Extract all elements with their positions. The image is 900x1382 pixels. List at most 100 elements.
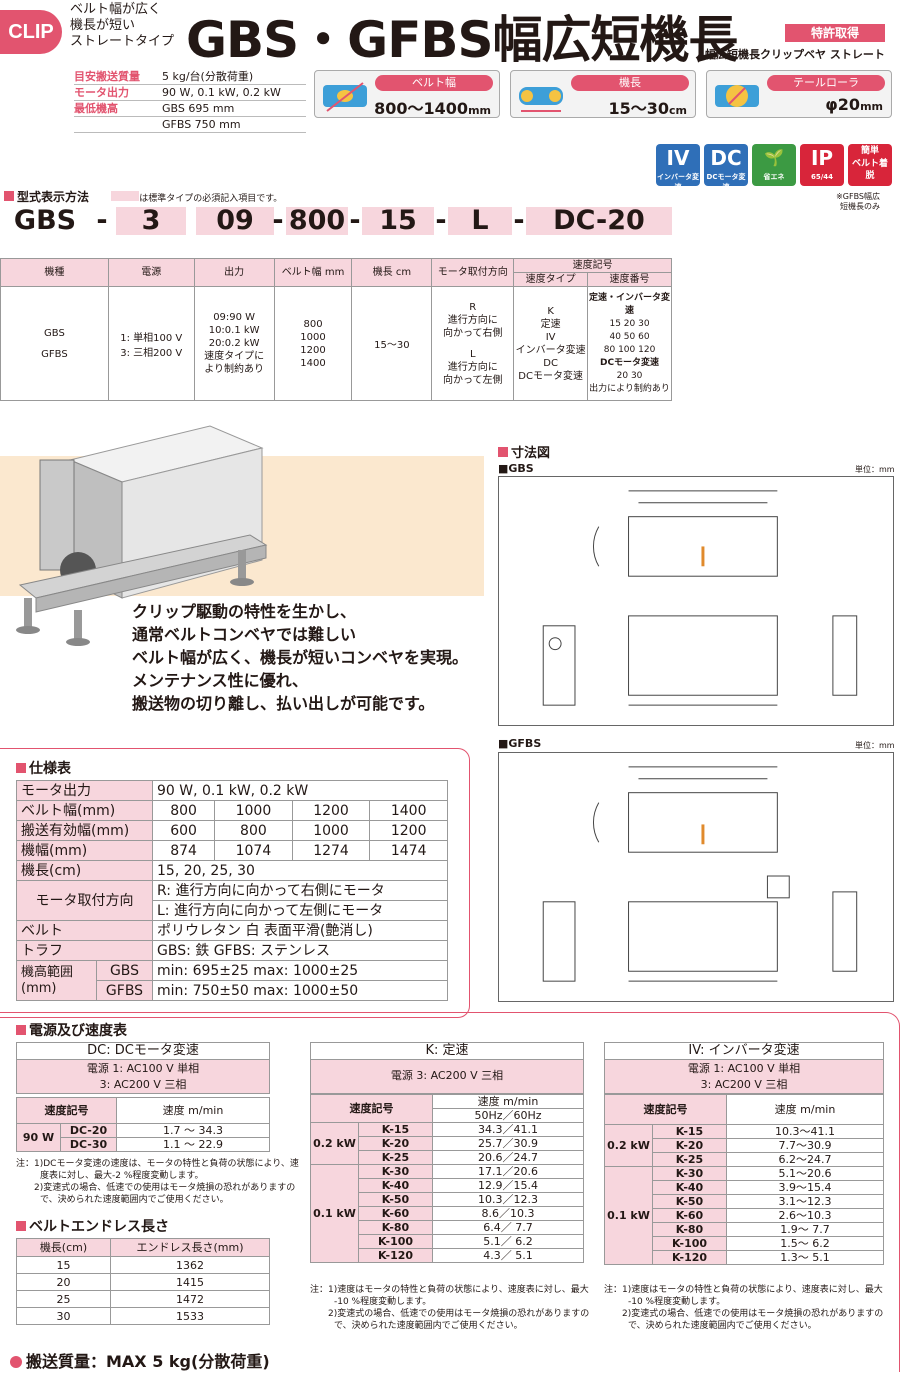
unit-label: 単位：mm [855, 465, 895, 474]
footer-capacity: 搬送質量：MAX 5 kg(分散荷重) [10, 1348, 270, 1372]
tagline: ベルト幅が広く 機長が短い ストレートタイプ [70, 2, 174, 50]
legend-swatch [111, 191, 140, 201]
power-speed-heading: 電源及び速度表 [16, 1020, 127, 1040]
tagline-line: 機長が短い [70, 18, 136, 33]
dimension-heading: 寸法図 [498, 442, 550, 461]
basic-spec-row: GFBS 750 mm [74, 117, 306, 133]
model-segment: 3 [116, 207, 186, 235]
spec-frame [0, 748, 470, 1018]
catch-copy: クリップ駆動の特性を生かし、 通常ベルトコンベヤでは難しい ベルト幅が広く、機長… [132, 602, 469, 713]
model-separator: - [435, 205, 447, 236]
dc-title: DC: DCモータ変速 [16, 1042, 270, 1060]
belt-width-icon [323, 82, 367, 112]
easy-belt-icon: 簡単ベルト着脱 [848, 144, 892, 186]
tagline-line: ベルト幅が広く [70, 2, 162, 17]
model-section-heading: 型式表示方法 は標準タイプの必須記入項目です。 [4, 188, 282, 205]
page-title: GBS・GFBS幅広短機長 [186, 11, 738, 69]
model-separator: - [349, 205, 361, 236]
model-separator: - [272, 205, 284, 236]
energy-saving-icon: 🌱省エネ [752, 144, 796, 186]
gfbs-note: ※GFBS幅広短機長のみ [836, 192, 880, 211]
k-title: K: 定速 [310, 1042, 584, 1060]
spec-heading: 仕様表 [16, 758, 71, 778]
dc-notes: 注：1)DCモータ変速の速度は、モータの特性と負荷の状態により、速 度表に対し、… [16, 1159, 299, 1205]
tagline-line: ストレートタイプ [70, 34, 175, 49]
patent-badge: 特許取得 [785, 24, 885, 42]
model-segment: DC-20 [526, 207, 672, 235]
subtitle: 幅広短機長クリップベヤ ストレート [705, 48, 885, 61]
gfbs-dimension-drawing [498, 752, 894, 1002]
model-code: GBS - 3 09 - 800 - 15 - L - DC-20 [0, 207, 680, 241]
feature-value: φ20mm [825, 95, 883, 114]
model-segment: GBS [13, 205, 77, 236]
table-row: L: 進行方向に向かって左側にモータ [17, 900, 448, 921]
table-row: 機長(cm)15, 20, 25, 30 [16, 860, 448, 881]
unit-label: 単位：mm [855, 741, 895, 750]
feature-label: ベルト幅 [375, 75, 493, 91]
length-icon [519, 87, 563, 112]
gfbs-label: ■GFBS [498, 737, 542, 750]
model-segment: 09 [196, 207, 274, 235]
feature-length: 機長 15〜30cm [510, 70, 696, 118]
tail-roller-icon [715, 85, 759, 107]
table-row: ベルトポリウレタン 白 表面平滑(艶消し) [16, 920, 448, 941]
gbs-label: ■GBS [498, 462, 534, 475]
feature-label: 機長 [571, 75, 689, 91]
model-segment: L [448, 207, 512, 235]
k-power: 電源 3: AC200 V 三相 [310, 1060, 584, 1094]
feature-value: 15〜30cm [608, 99, 687, 118]
gbs-dimension-drawing [498, 476, 894, 726]
k-notes: 注：1)速度はモータの特性と負荷の状態により、速度表に対し、最大 -10 %程度… [310, 1285, 590, 1331]
feature-belt-width: ベルト幅 800〜1400mm [314, 70, 500, 118]
clip-badge: CLIP [0, 10, 62, 54]
product-image [16, 425, 268, 646]
feature-tail-roller: テールローラ φ20mm [706, 70, 892, 118]
model-separator: - [513, 205, 525, 236]
feature-value: 800〜1400mm [374, 99, 491, 118]
iv-title: IV: インバータ変速 [604, 1042, 884, 1060]
model-table: 機種 電源 出力 ベルト幅 mm 機長 cm モータ取付方向 速度記号 速度タイ… [0, 258, 672, 401]
endless-heading: ベルトエンドレス長さ [16, 1216, 169, 1236]
